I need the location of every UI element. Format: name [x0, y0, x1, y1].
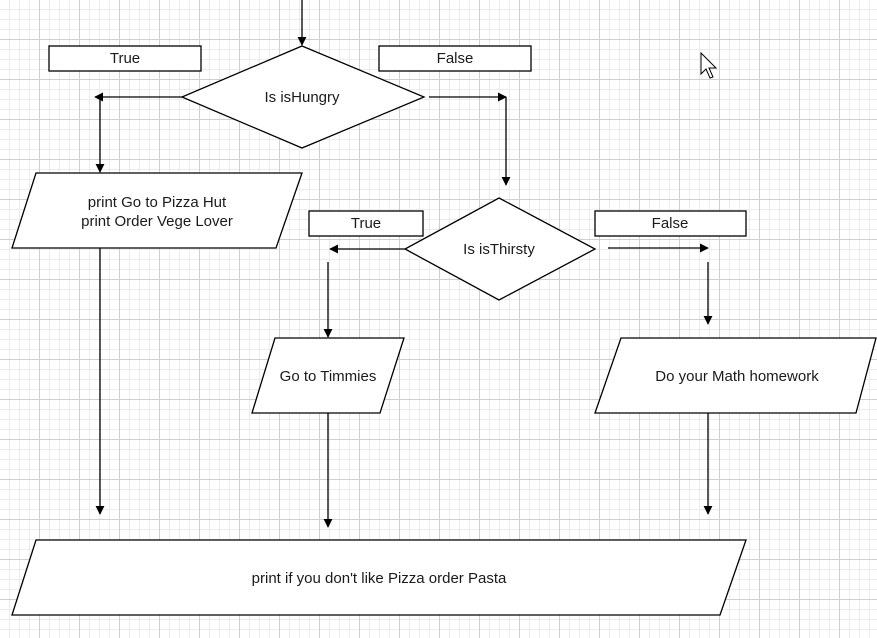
label-true-1-text: True	[110, 50, 140, 67]
decision-hungry-text: Is isHungry	[264, 89, 340, 106]
label-true-2[interactable]: True	[308, 210, 424, 237]
process-timmies-text: Go to Timmies	[280, 368, 377, 385]
process-pasta[interactable]: print if you don't like Pizza order Past…	[11, 539, 747, 616]
process-timmies[interactable]: Go to Timmies	[251, 337, 405, 414]
process-math-text: Do your Math homework	[655, 368, 819, 385]
label-false-2-text: False	[652, 215, 689, 232]
process-math[interactable]: Do your Math homework	[594, 337, 877, 414]
process-pasta-text: print if you don't like Pizza order Past…	[252, 570, 507, 587]
decision-thirsty[interactable]: Is isThirsty	[403, 197, 597, 301]
label-true-1[interactable]: True	[48, 45, 202, 72]
decision-hungry[interactable]: Is isHungry	[180, 45, 426, 149]
process-pizza-line2: print Order Vege Lover	[81, 213, 233, 230]
process-pizza-line1: print Go to Pizza Hut	[88, 194, 227, 211]
label-false-1[interactable]: False	[378, 45, 532, 72]
label-true-2-text: True	[351, 215, 381, 232]
decision-thirsty-text: Is isThirsty	[463, 241, 535, 258]
edges	[94, 0, 713, 528]
mouse-cursor-icon	[700, 51, 718, 79]
process-pizza[interactable]: print Go to Pizza Hut print Order Vege L…	[11, 172, 303, 249]
label-false-2[interactable]: False	[594, 210, 747, 237]
label-false-1-text: False	[437, 50, 474, 67]
